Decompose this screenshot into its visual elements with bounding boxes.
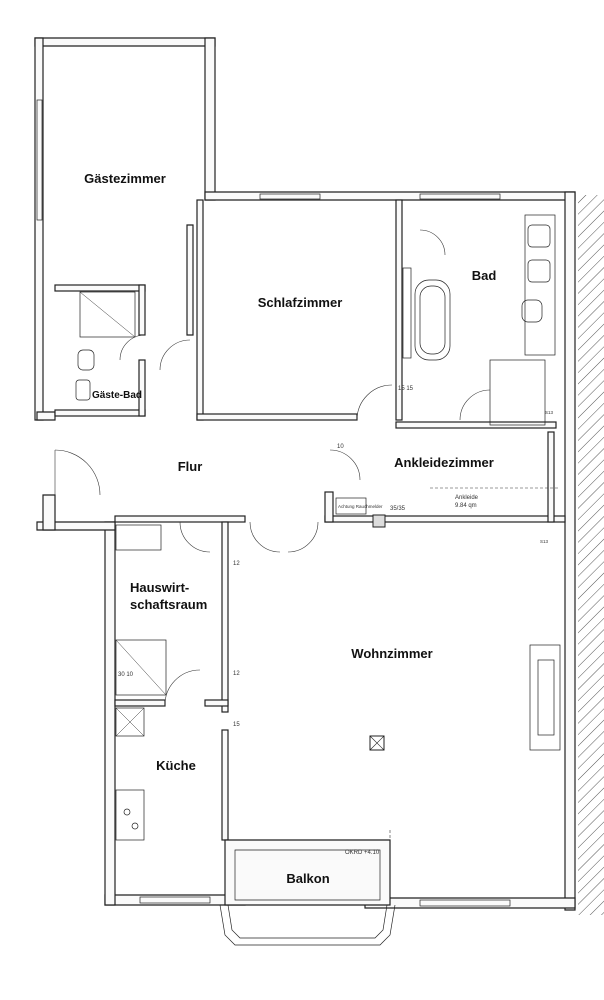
guest-sink	[75, 379, 91, 401]
door-living-2	[287, 521, 319, 553]
wall-right-inner	[547, 431, 555, 523]
sink-1	[527, 224, 551, 248]
guest-bath-wall-right	[138, 284, 146, 336]
annot-12a: 12	[233, 561, 240, 567]
annot-s13a: S13	[545, 410, 554, 415]
toilet-bath	[521, 299, 543, 323]
wall-guest-top	[34, 37, 216, 47]
bath-vanity	[524, 214, 556, 356]
kitchen-sink-2	[131, 822, 139, 830]
wall-bath-bottom	[395, 421, 557, 429]
wall-left-entry-top	[36, 411, 56, 421]
shower-arc	[459, 389, 491, 421]
guest-shower	[79, 291, 136, 338]
balcony-bay	[219, 904, 396, 946]
wall-right-main	[564, 191, 576, 911]
hwr-shelf	[115, 524, 162, 551]
column-x2	[369, 735, 385, 751]
wall-bottom-right	[364, 897, 576, 909]
annot-ankleide-name: Ankleide	[455, 495, 479, 501]
annot-achtung: Achtung Rauchmelder	[338, 504, 383, 509]
wall-hwr-bottom-right	[204, 699, 229, 707]
window-top-2	[419, 193, 501, 200]
door-guest	[159, 339, 191, 371]
annot-35-35: 35/35	[390, 506, 406, 512]
bathtub-inner	[419, 285, 446, 355]
wall-bedroom-bottom	[196, 413, 358, 421]
door-bath	[419, 229, 446, 256]
hwr-appliance-x	[115, 639, 167, 696]
label-gaeste-bad: Gäste-Bad	[92, 390, 142, 401]
door-kitchen	[164, 669, 201, 707]
label-bad: Bad	[472, 268, 497, 283]
annot-30-10: 30 10	[118, 672, 134, 678]
wall-kitchen-right	[221, 729, 229, 841]
balcony-bay-inner	[227, 904, 388, 939]
annot-12b: 12	[233, 671, 240, 677]
guest-toilet	[77, 349, 95, 371]
label-kueche: Küche	[156, 758, 196, 773]
door-bedroom	[356, 384, 393, 421]
wall-ankleide-bottom	[324, 515, 566, 523]
wall-bedroom-left	[196, 199, 204, 421]
window-top-1	[259, 193, 321, 200]
door-living-1	[249, 521, 281, 553]
guest-bath-wall-bottom	[54, 409, 146, 417]
wall-flur-right-stub	[324, 491, 334, 523]
label-balkon: Balkon	[286, 871, 329, 886]
sink-2	[527, 259, 551, 283]
annot-s13b: S13	[540, 539, 549, 544]
door-hwr-left	[179, 521, 211, 553]
wall-left-lower	[104, 521, 116, 906]
wall-flur-bottom	[114, 515, 246, 523]
guest-bath-wall	[54, 284, 146, 292]
label-hwr-1: Hauswirt-	[130, 580, 189, 595]
annot-15-15: 15 15	[398, 386, 414, 392]
window-bottom-left	[139, 896, 211, 904]
kitchen-cabinet-x2	[115, 707, 145, 737]
shower-screen	[402, 267, 412, 359]
window-bottom-right	[419, 899, 511, 907]
kitchen-sink-1	[123, 808, 131, 816]
wall-entry-lower	[42, 494, 56, 531]
window-guest	[36, 99, 43, 221]
wall-left-stub	[36, 521, 116, 531]
shower	[489, 359, 546, 426]
column-ankleide	[372, 514, 386, 528]
kitchen-cabinet	[115, 707, 145, 737]
wall-hwr-right	[221, 521, 229, 713]
exterior-hatch	[578, 195, 604, 915]
balcony-inner	[234, 849, 381, 901]
label-wohnzimmer: Wohnzimmer	[351, 646, 432, 661]
wall-guest-right-upper	[204, 37, 216, 201]
wall-guest-partition	[186, 224, 194, 336]
door-ankleide	[329, 449, 361, 481]
wall-guest-left	[34, 37, 44, 421]
balcony-outline	[224, 839, 391, 906]
kitchen-counter	[115, 789, 145, 841]
annot-ankleide-area: 9.84 qm	[455, 503, 477, 509]
door-entry	[54, 449, 101, 496]
label-flur: Flur	[178, 459, 203, 474]
annot-15: 15	[233, 722, 240, 728]
hwr-appliance	[115, 639, 167, 696]
door-guestbath	[119, 334, 146, 361]
label-schlafzimmer: Schlafzimmer	[258, 295, 343, 310]
annot-okrd: OKRD +4.10	[345, 850, 380, 856]
wall-bottom-left	[104, 894, 246, 906]
label-gaestezimmer: Gästezimmer	[84, 171, 166, 186]
wall-hwr-bottom	[114, 699, 166, 707]
wall-bedroom-right-upper	[395, 199, 403, 421]
achtung-box	[335, 497, 367, 515]
fireplace	[529, 644, 561, 751]
label-hwr-2: schaftsraum	[130, 597, 207, 612]
guest-bath-wall-side	[138, 359, 146, 417]
bathtub	[414, 279, 451, 361]
guest-shower-x1	[79, 291, 136, 338]
fireplace-inner	[537, 659, 555, 736]
annot-10: 10	[337, 444, 344, 450]
label-ankleidezimmer: Ankleidezimmer	[394, 455, 494, 470]
